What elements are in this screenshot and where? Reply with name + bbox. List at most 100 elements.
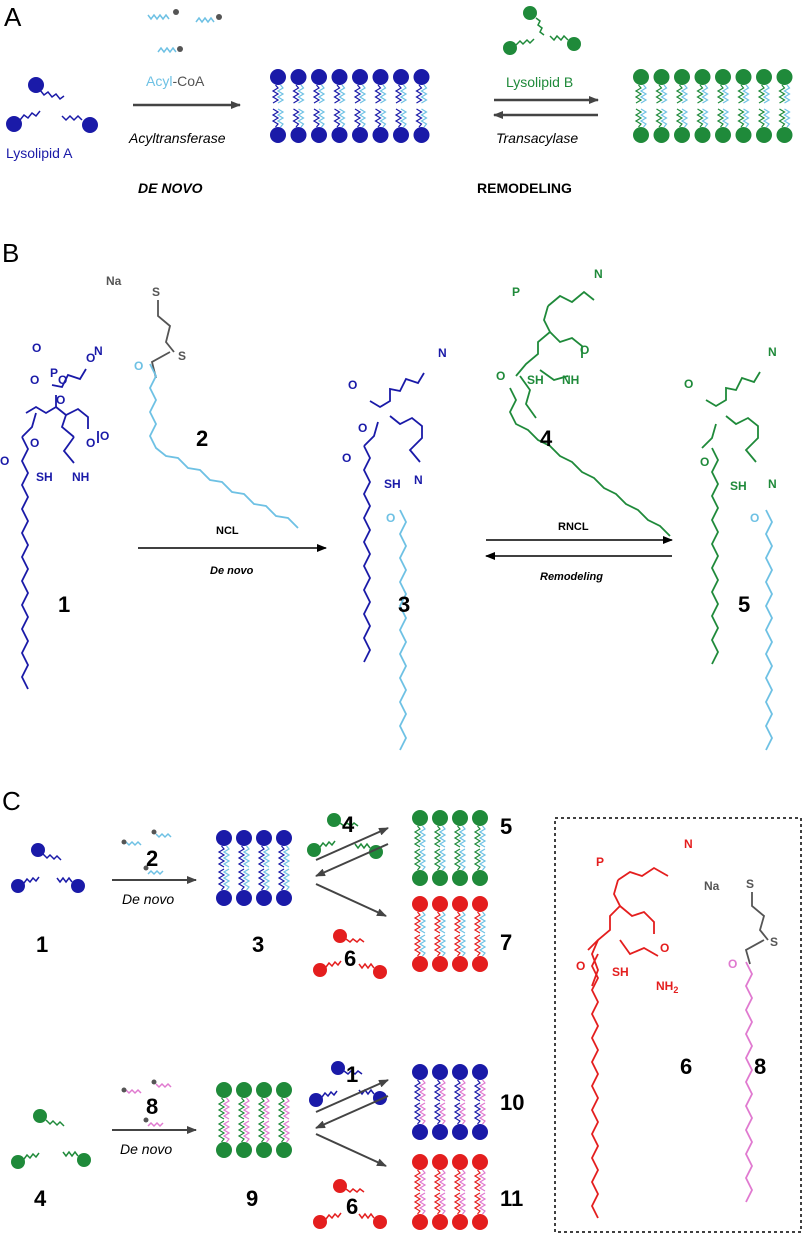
lipid-head [715,69,731,85]
compound-5-atoms: O N O SH N O [684,345,777,525]
inset-box [554,817,802,1233]
tail [438,911,447,934]
tail [217,845,226,868]
lipid-head [412,956,428,972]
panel-b-letter: B [2,238,19,268]
lipid-cluster-6-top [313,929,387,979]
atom-p: P [596,855,604,869]
lipid-head [256,830,272,846]
tail [237,845,246,868]
lipid-head [432,956,448,972]
lipid-head [276,1142,292,1158]
tail [271,108,280,128]
lipid-cluster-6-bottom [313,1179,387,1229]
atom-o: O [496,369,505,383]
tail [458,825,467,848]
lipid-head [472,810,488,826]
tail [453,934,462,957]
tail [413,848,422,871]
lipid-head [715,127,731,143]
tail [413,1102,422,1125]
atom-o: O [358,421,367,435]
tail [420,84,428,104]
tail [276,108,285,128]
atom-o: O [56,393,65,407]
tail [237,1120,246,1143]
tail [257,1097,266,1120]
compound-number-4: 4 [540,426,553,451]
ncl-de-novo-label: De novo [210,565,254,577]
lipid-head [452,956,468,972]
atom-p: P [512,285,520,299]
lipid-head [412,896,428,912]
compound-6-structure [587,866,669,1219]
tail [413,911,422,934]
tail [783,84,791,104]
lipid-head [674,69,690,85]
lipid-head [412,1154,428,1170]
tail [413,825,422,848]
lipid-head [412,810,428,826]
lipid-head [472,956,488,972]
tail [277,845,286,868]
atom-p: P [50,366,58,380]
tail [418,1169,427,1192]
tail [478,911,487,934]
tail [333,108,341,128]
tail [418,825,427,848]
tail [420,108,428,128]
lipid-head [432,810,448,826]
lipid-head [776,127,793,143]
atom-sh: SH [36,470,53,484]
atom-o: O [580,343,589,357]
lipid-head [735,127,752,143]
inset-number-8: 8 [754,1054,766,1079]
tail [701,84,709,104]
compound-number-1: 1 [58,592,70,617]
tail [379,84,387,104]
tail [433,1102,442,1125]
tail [701,108,709,128]
tail [374,108,382,128]
tail [438,934,447,957]
acyltransferase-label: Acyltransferase [128,130,226,146]
tail [438,848,447,871]
c-number-9: 9 [246,1186,258,1211]
tail [358,108,367,128]
bilayer-3 [216,830,292,906]
tail [394,84,403,104]
c-number-4b: 4 [34,1186,47,1211]
lipid-head [432,1154,448,1170]
tail [282,868,291,891]
tail [222,845,231,868]
tail [418,848,427,871]
lipid-head [270,69,286,85]
atom-n: N [414,473,423,487]
lysolipid-a-cartoon [6,77,98,133]
tail [453,1169,462,1192]
tail [312,108,321,128]
lipid-head [756,127,772,143]
tail [317,84,326,104]
tail [333,84,341,104]
tail [438,1192,447,1215]
lipid-head [674,127,690,143]
lipid-head [276,890,292,906]
atom-o: O [58,373,67,387]
tail [473,1192,482,1215]
tail [716,84,725,104]
tail [453,825,462,848]
tail [680,84,689,104]
lipid-head [216,1142,232,1158]
tail [222,1120,231,1143]
lipid-head [472,1124,488,1140]
tail [222,1097,231,1120]
tail [660,108,668,128]
c-number-4: 4 [342,812,355,837]
remodeling-heading: REMODELING [477,180,572,196]
lipid-head [633,69,649,85]
atom-sh: SH [730,479,747,493]
lipid-head [452,810,468,826]
bilayer-10 [412,1064,488,1140]
